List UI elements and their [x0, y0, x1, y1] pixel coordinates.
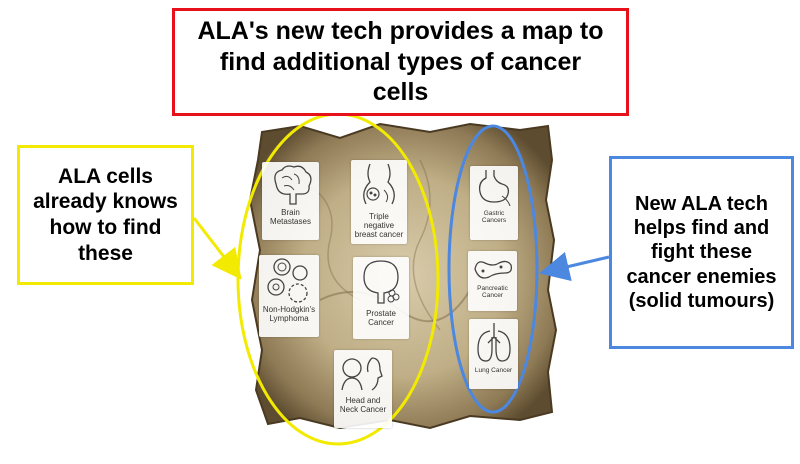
card-prostate-cancer: Prostate Cancer — [353, 257, 409, 339]
right-callout: New ALA tech helps find and fight these … — [609, 156, 794, 349]
cells-icon — [267, 258, 308, 303]
brain-icon — [273, 165, 312, 205]
card-non-hodgkins-lymphoma: Non-Hodgkin's Lymphoma — [259, 255, 319, 337]
card-label: Gastric Cancers — [481, 210, 507, 225]
card-head-and-neck-cancer: Head and Neck Cancer — [334, 350, 392, 428]
card-triple-negative-breast-cancer: Triple negative breast cancer — [351, 160, 407, 244]
card-label: Head and Neck Cancer — [339, 396, 387, 415]
breast-icon — [363, 163, 395, 205]
left-callout-arrow — [192, 217, 242, 280]
new-cancers-highlight — [447, 124, 539, 414]
card-label: Brain Metastases — [270, 208, 311, 227]
head-neck-icon — [341, 357, 383, 391]
card-label: Lung Cancer — [474, 367, 513, 374]
lungs-icon — [476, 323, 511, 362]
card-label: Prostate Cancer — [366, 309, 396, 328]
card-label: Triple negative breast cancer — [354, 212, 404, 240]
right-callout-arrow — [539, 251, 610, 282]
card-label: Non-Hodgkin's Lymphoma — [262, 305, 316, 324]
card-pancreatic-cancer: Pancreatic Cancer — [468, 251, 517, 311]
prostate-icon — [363, 260, 400, 304]
card-label: Pancreatic Cancer — [477, 285, 508, 300]
stomach-icon — [478, 170, 511, 207]
card-brain-metastases: Brain Metastases — [262, 162, 319, 240]
pancreas-icon — [473, 260, 512, 279]
card-lung-cancer: Lung Cancer — [469, 319, 518, 389]
left-callout: ALA cells already knows how to find thes… — [17, 145, 194, 285]
card-gastric-cancers: Gastric Cancers — [470, 166, 518, 240]
title-callout: ALA's new tech provides a map to find ad… — [172, 8, 629, 116]
